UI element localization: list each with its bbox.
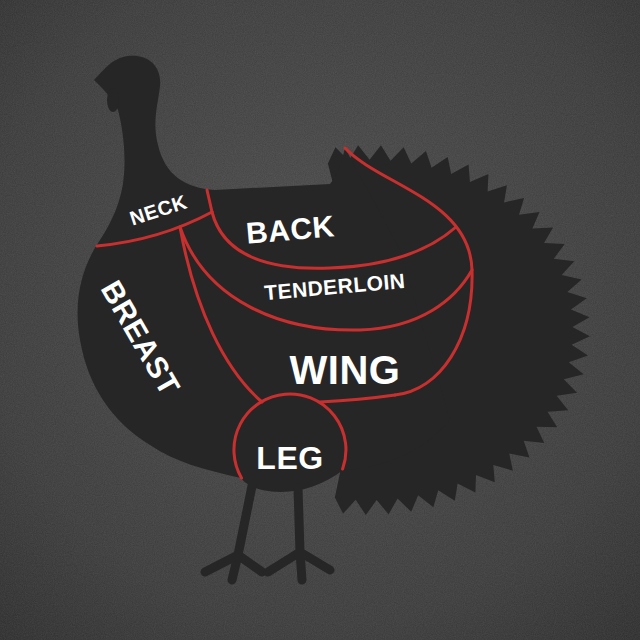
wattle (107, 88, 119, 112)
cut-line (180, 227, 472, 330)
leg-line (268, 488, 330, 580)
part-name: WING (290, 350, 401, 390)
cut-line (207, 190, 212, 212)
leg-line (205, 486, 262, 580)
turkey-body (78, 56, 450, 492)
turkey-legs (205, 486, 330, 580)
cut-line (320, 395, 395, 402)
cut-lines (97, 148, 472, 478)
cut-line (234, 394, 346, 478)
part-name: BACK (245, 211, 336, 249)
body-silhouette (78, 56, 450, 492)
cut-line (180, 227, 262, 402)
cut-line (212, 212, 456, 268)
part-name: LEG (256, 442, 323, 474)
